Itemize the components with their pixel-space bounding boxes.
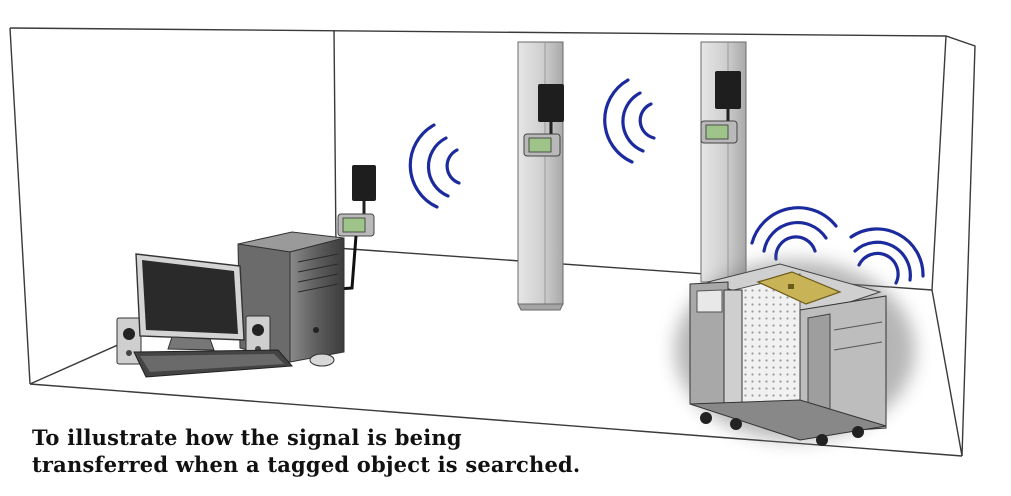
rfid-reader-left — [325, 165, 376, 292]
signal-wave-icon — [408, 78, 925, 285]
rfid-reader-middle — [523, 84, 564, 157]
rfid-reader-right — [700, 71, 741, 144]
tag-icon — [756, 271, 842, 305]
caption-line-1: To illustrate how the signal is being — [32, 425, 462, 450]
diagram-caption: To illustrate how the signal is being tr… — [32, 424, 580, 478]
cart-icon — [675, 260, 915, 446]
computer-icon — [116, 231, 345, 378]
caption-line-2: transferred when a tagged object is sear… — [32, 452, 581, 477]
room-outline — [9, 27, 976, 457]
pillar-left — [517, 41, 564, 311]
